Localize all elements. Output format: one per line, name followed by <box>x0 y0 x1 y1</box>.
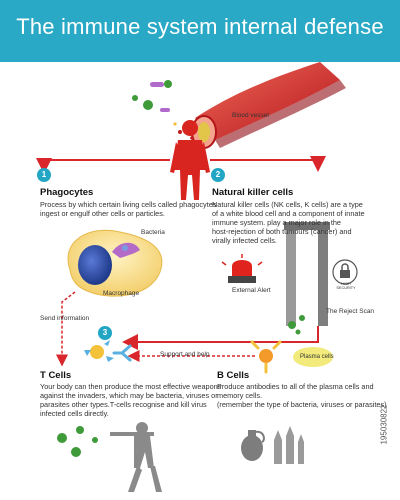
label-plasma-cells: Plasma cells <box>300 354 334 360</box>
t-cell-icon <box>84 340 114 362</box>
arrow-to-nk-cells <box>210 156 326 172</box>
step-number-1: 1 <box>37 168 51 182</box>
text-bcells-line-2: memory cells. <box>217 391 263 400</box>
label-blood-vessel: Blood vessel <box>232 112 269 119</box>
arrow-to-phagocytes <box>36 158 170 174</box>
label-high-security: HIGH SECURITY <box>336 282 356 290</box>
heading-t-cells: T Cells <box>40 370 72 381</box>
human-body-icon <box>170 120 210 200</box>
arrow-reject-scan <box>122 326 319 350</box>
page-title: The immune system internal defense <box>16 14 384 39</box>
step-number-2: 2 <box>211 168 225 182</box>
security-gate-icon <box>284 222 330 326</box>
plasma-cell-icon <box>293 347 333 367</box>
text-phagocytes-line-2: ingest or engulf other cells or particle… <box>40 209 165 218</box>
text-nk-line-1: Natural killer cells (NK cells, K cells)… <box>212 200 363 209</box>
label-bacteria: Bacteria <box>141 229 165 236</box>
heading-phagocytes: Phagocytes <box>40 187 94 198</box>
label-external-alert: External Alert <box>232 287 271 294</box>
stock-id: 195030822 <box>379 404 389 445</box>
soldier-icon <box>110 422 162 492</box>
label-support-help: Support and help <box>160 351 210 358</box>
text-nk-line-4: host-rejection of both tumours (cancer) … <box>212 227 352 236</box>
b-cell-icon <box>250 340 282 374</box>
arrow-send-information <box>56 291 76 367</box>
virus-icon <box>132 80 172 112</box>
grenade-icon <box>241 430 265 461</box>
text-nk-line-2: of a white blood cell and a component of… <box>212 209 365 218</box>
text-tcells-line-2: against the invaders, which may be bacte… <box>40 391 218 400</box>
alarm-light-icon <box>221 254 263 283</box>
macrophage-icon <box>67 229 163 297</box>
text-tcells-line-3: parasites other types.T-cells recognise … <box>40 400 207 409</box>
label-macrophage: Macrophage <box>103 290 140 297</box>
text-bcells-line-3: (remember the type of bacteria, viruses … <box>217 400 387 409</box>
virus-icon <box>57 426 98 457</box>
t-cell-icon <box>112 344 132 362</box>
heading-nk-cells: Natural killer cells <box>212 187 294 198</box>
bullets-icon <box>274 426 304 464</box>
text-tcells-line-1: Your body can then produce the most effe… <box>40 382 222 391</box>
virus-icon <box>288 315 305 335</box>
step-number-3: 3 <box>98 326 112 340</box>
heading-b-cells: B Cells <box>217 370 250 381</box>
text-phagocytes-line-1: Process by which certain living cells ca… <box>40 200 217 209</box>
text-tcells-line-4: infected cells directly. <box>40 409 109 418</box>
label-reject-scan: The Reject Scan <box>326 308 375 315</box>
blood-vessel-icon <box>173 62 346 149</box>
lock-icon <box>332 259 358 285</box>
label-send-information: Send information <box>40 315 90 322</box>
header-banner: The immune system internal defense <box>0 0 400 62</box>
text-nk-line-5: virally infected cells. <box>212 236 277 245</box>
text-nk-line-3: immune system. play a major role in the <box>212 218 341 227</box>
text-bcells-line-1: Produce antibodies to all of the plasma … <box>217 382 374 391</box>
